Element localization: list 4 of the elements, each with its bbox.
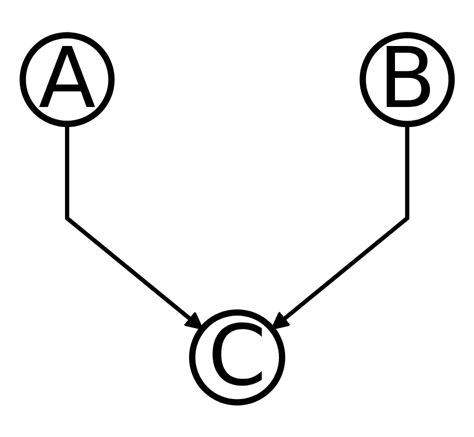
diagram: A B C — [6, 0, 468, 437]
node-circle — [188, 309, 286, 406]
node-circle — [359, 32, 455, 128]
node-circle — [19, 32, 114, 128]
